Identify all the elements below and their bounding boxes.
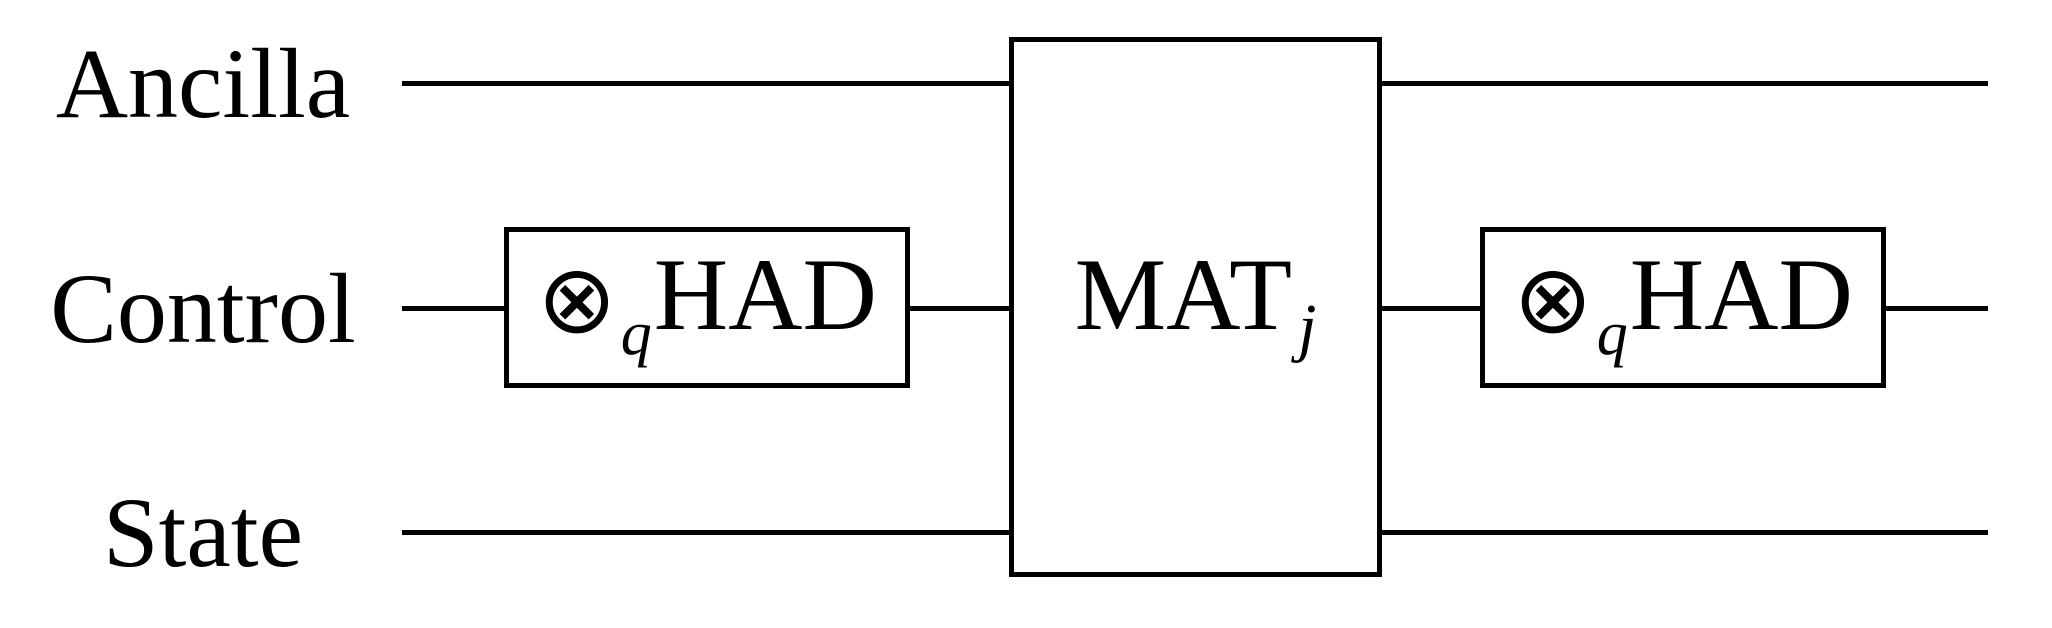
- gate-subscript-j: j: [1298, 291, 1317, 364]
- wire-label-ancilla: Ancilla: [55, 27, 351, 139]
- ancilla-wire-left-segment: [402, 81, 1009, 86]
- tensor-product-icon: ⊗: [537, 245, 617, 355]
- gate-mat: MAT j: [1009, 37, 1382, 577]
- tensor-subscript-q: q: [1596, 299, 1628, 368]
- ancilla-wire-right-segment: [1381, 81, 1988, 86]
- gate-name-mat: MAT: [1074, 237, 1293, 352]
- gate-had-right: ⊗ q HAD: [1480, 227, 1886, 388]
- gate-had-left: ⊗ q HAD: [504, 227, 910, 388]
- control-wire-segment-2: [910, 306, 1009, 311]
- wire-label-control: Control: [50, 252, 356, 364]
- control-wire-segment-3: [1381, 306, 1480, 311]
- control-wire-segment-1: [402, 306, 504, 311]
- tensor-subscript-q: q: [620, 299, 652, 368]
- wire-label-state: State: [103, 476, 303, 588]
- state-wire-left-segment: [402, 530, 1009, 535]
- gate-name-had: HAD: [1629, 238, 1853, 352]
- control-wire-segment-4: [1886, 306, 1988, 311]
- gate-name-had: HAD: [653, 238, 877, 352]
- tensor-product-icon: ⊗: [1513, 245, 1593, 355]
- state-wire-right-segment: [1381, 530, 1988, 535]
